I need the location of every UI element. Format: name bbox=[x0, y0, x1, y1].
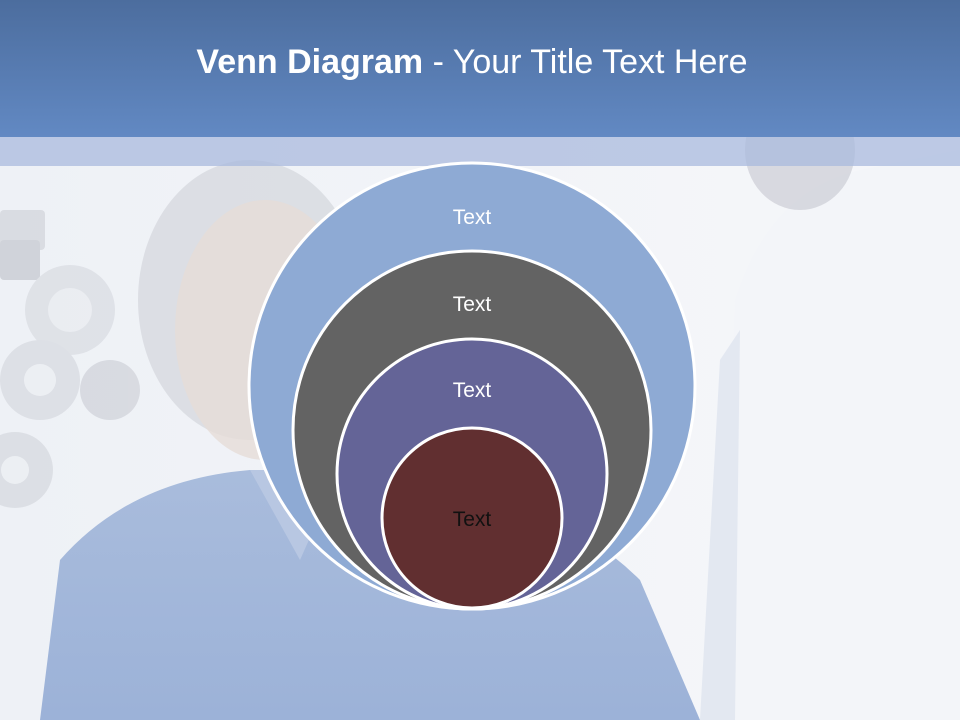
inner-circle[interactable] bbox=[380, 426, 564, 610]
second-circle-label: Text bbox=[453, 293, 492, 316]
slide-title: Venn Diagram - Your Title Text Here bbox=[0, 40, 944, 84]
third-circle-label: Text bbox=[453, 379, 492, 402]
outer-circle-label: Text bbox=[453, 206, 492, 229]
title-bar-accent-strip bbox=[0, 137, 960, 166]
phoropter-device bbox=[0, 210, 140, 508]
inner-circle-label: Text bbox=[453, 508, 492, 531]
slide-title-rest: - Your Title Text Here bbox=[423, 43, 748, 81]
title-bar bbox=[0, 0, 960, 137]
slide-title-bold: Venn Diagram bbox=[196, 43, 424, 81]
